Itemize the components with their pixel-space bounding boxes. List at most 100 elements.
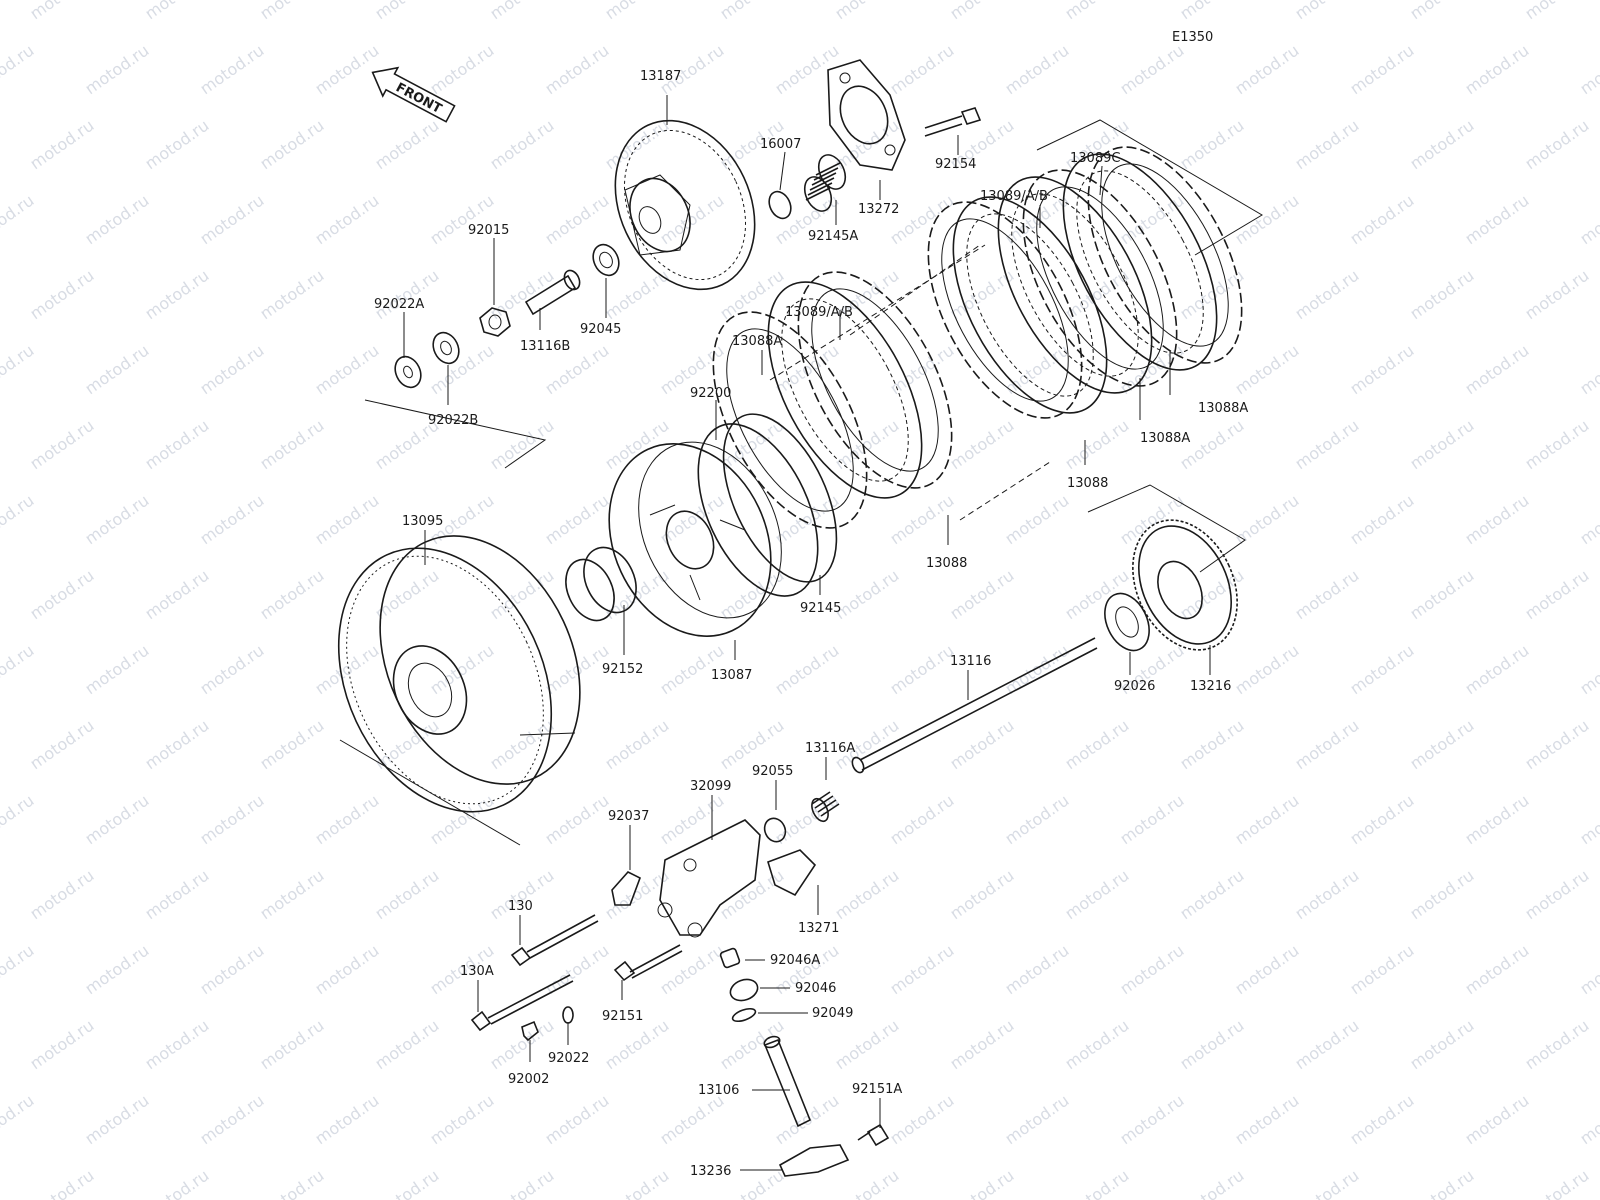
label-13116B: 13116B bbox=[520, 339, 570, 354]
watermark-text: motod.ru bbox=[771, 641, 842, 699]
watermark-text: motod.ru bbox=[0, 491, 37, 549]
watermark-text: motod.ru bbox=[886, 641, 957, 699]
watermark-text: motod.ru bbox=[1061, 1166, 1132, 1200]
watermark-text: motod.ru bbox=[81, 41, 152, 99]
watermark-text: motod.ru bbox=[656, 941, 727, 999]
watermark-text: motod.ru bbox=[1001, 941, 1072, 999]
watermark-text: motod.ru bbox=[486, 716, 557, 774]
watermark-text: motod.ru bbox=[1576, 791, 1600, 849]
watermark-text: motod.ru bbox=[311, 941, 382, 999]
plate-13272 bbox=[827, 59, 906, 171]
watermark-text: motod.ru bbox=[0, 191, 37, 249]
spring-92145 bbox=[697, 423, 819, 597]
label-13272: 13272 bbox=[858, 202, 899, 217]
watermark-text: motod.ru bbox=[1461, 941, 1532, 999]
group-bracket-1 bbox=[364, 399, 547, 469]
watermark-text: motod.ru bbox=[26, 1166, 97, 1200]
label-13187: 13187 bbox=[640, 69, 681, 84]
watermark-text: motod.ru bbox=[196, 341, 267, 399]
label-92145A: 92145A bbox=[808, 229, 858, 244]
label-13088A-left: 13088A bbox=[732, 334, 782, 349]
label-92046: 92046 bbox=[795, 981, 836, 996]
watermark-text: motod.ru bbox=[196, 941, 267, 999]
watermark-text: motod.ru bbox=[946, 1166, 1017, 1200]
watermark-text: motod.ru bbox=[601, 116, 672, 174]
watermark-text: motod.ru bbox=[1061, 416, 1132, 474]
watermark-text: motod.ru bbox=[541, 491, 612, 549]
watermark-text: motod.ru bbox=[196, 491, 267, 549]
watermark-text: motod.ru bbox=[371, 0, 442, 23]
watermark-text: motod.ru bbox=[1116, 491, 1187, 549]
watermark-text: motod.ru bbox=[831, 0, 902, 23]
label-92151A: 92151A bbox=[852, 1082, 902, 1097]
watermark-text: motod.ru bbox=[1231, 1091, 1302, 1149]
watermark-text: motod.ru bbox=[1001, 791, 1072, 849]
watermark-text: motod.ru bbox=[601, 566, 672, 624]
watermark-text: motod.ru bbox=[1231, 941, 1302, 999]
watermark-text: motod.ru bbox=[831, 1016, 902, 1074]
plate-inner-edge bbox=[1101, 163, 1229, 347]
watermark-text: motod.ru bbox=[946, 266, 1017, 324]
label-13271: 13271 bbox=[798, 921, 839, 936]
watermark-text: motod.ru bbox=[1231, 341, 1302, 399]
nut-92015 bbox=[479, 307, 511, 337]
watermark-text: motod.ru bbox=[1176, 1016, 1247, 1074]
watermark-text: motod.ru bbox=[81, 791, 152, 849]
bolt-92151 bbox=[613, 944, 683, 982]
watermark-text: motod.ru bbox=[141, 566, 212, 624]
bolt-92151A bbox=[857, 1123, 890, 1147]
watermark-text: motod.ru bbox=[426, 191, 497, 249]
label-13088A-right: 13088A bbox=[1198, 401, 1248, 416]
label-13089C: 13089C bbox=[1070, 151, 1120, 166]
label-13088-left: 13088 bbox=[926, 556, 967, 571]
watermark-text: motod.ru bbox=[26, 1016, 97, 1074]
watermark-text: motod.ru bbox=[771, 341, 842, 399]
pushrod-13116 bbox=[851, 637, 1098, 774]
watermark-text: motod.ru bbox=[371, 1166, 442, 1200]
watermark-text: motod.ru bbox=[771, 1091, 842, 1149]
watermark-text: motod.ru bbox=[26, 0, 97, 23]
plate-inner-edge bbox=[726, 328, 854, 512]
watermark-text: motod.ru bbox=[196, 641, 267, 699]
watermark-text: motod.ru bbox=[716, 0, 787, 23]
watermark-text: motod.ru bbox=[1346, 641, 1417, 699]
washer-92022 bbox=[562, 1006, 574, 1024]
watermark-text: motod.ru bbox=[1406, 866, 1477, 924]
watermark-text: motod.ru bbox=[196, 1091, 267, 1149]
watermark-text: motod.ru bbox=[1406, 1166, 1477, 1200]
label-13088A-mid: 13088A bbox=[1140, 431, 1190, 446]
watermark-text: motod.ru bbox=[26, 416, 97, 474]
watermark-text: motod.ru bbox=[1461, 641, 1532, 699]
watermark-text: motod.ru bbox=[716, 866, 787, 924]
watermark-text: motod.ru bbox=[1061, 1016, 1132, 1074]
watermark-text: motod.ru bbox=[196, 791, 267, 849]
watermark-text: motod.ru bbox=[1001, 1091, 1072, 1149]
watermark-text: motod.ru bbox=[1461, 491, 1532, 549]
watermark-text: motod.ru bbox=[831, 1166, 902, 1200]
watermark-text: motod.ru bbox=[946, 1016, 1017, 1074]
spring-plate-92200 bbox=[722, 413, 838, 583]
watermark-text: motod.ru bbox=[886, 191, 957, 249]
label-13106: 13106 bbox=[698, 1083, 739, 1098]
watermark-text: motod.ru bbox=[1061, 566, 1132, 624]
watermark-text: motod.ru bbox=[256, 716, 327, 774]
watermark-text: motod.ru bbox=[81, 1091, 152, 1149]
watermark-text: motod.ru bbox=[1176, 716, 1247, 774]
watermark-text: motod.ru bbox=[426, 41, 497, 99]
spring-13116A bbox=[811, 791, 840, 823]
watermark-text: motod.ru bbox=[81, 191, 152, 249]
label-92151: 92151 bbox=[602, 1009, 643, 1024]
watermark-text: motod.ru bbox=[1346, 1091, 1417, 1149]
watermark-text: motod.ru bbox=[1116, 41, 1187, 99]
watermark-text: motod.ru bbox=[601, 1016, 672, 1074]
watermark-text: motod.ru bbox=[311, 1091, 382, 1149]
watermark-text: motod.ru bbox=[0, 1091, 37, 1149]
watermark-text: motod.ru bbox=[0, 791, 37, 849]
watermark-text: motod.ru bbox=[1406, 116, 1477, 174]
circlip-16007 bbox=[768, 190, 792, 220]
watermark-text: motod.ru bbox=[541, 791, 612, 849]
watermark-text: motod.ru bbox=[256, 1016, 327, 1074]
pressure-plate-13187 bbox=[614, 119, 756, 291]
watermark-text: motod.ru bbox=[1576, 41, 1600, 99]
watermark-text: motod.ru bbox=[1346, 941, 1417, 999]
